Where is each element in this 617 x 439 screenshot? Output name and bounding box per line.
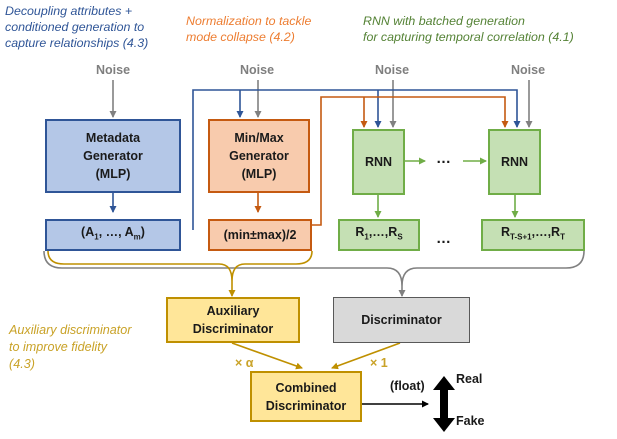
metadata-generator-line-1: Metadata (85, 131, 141, 145)
records-last-prefix: R (501, 225, 511, 240)
attributes-sub-first: 1 (94, 232, 99, 242)
weight-one: × 1 (370, 356, 388, 370)
combined-discriminator-line-1: Combined (275, 380, 337, 395)
metadata-generator: Metadata Generator (MLP) (45, 119, 181, 193)
records-first-text: R1,…,RS (355, 223, 402, 247)
attributes-output-text: (A1, …, Am) (81, 223, 145, 247)
real-fake-double-arrow (433, 376, 455, 432)
annotation-auxiliary: Auxiliary discriminator to improve fidel… (9, 322, 131, 373)
attributes-mid: , …, A (98, 225, 134, 240)
weight-alpha: × α (235, 356, 254, 370)
auxiliary-discriminator: Auxiliary Discriminator (166, 297, 300, 343)
discriminator: Discriminator (333, 297, 470, 343)
attributes-suffix: ) (140, 225, 145, 240)
attributes-sub-last: m (133, 232, 141, 242)
annotation-rnn: RNN with batched generation for capturin… (363, 13, 574, 45)
minmax-output: (min±max)/2 (208, 219, 312, 251)
annotation-rnn-line-2: for capturing temporal correlation (4.1) (363, 30, 574, 44)
annotation-auxiliary-line-1: Auxiliary discriminator (9, 323, 132, 337)
records-last-text: RT-S+1,…,RT (501, 223, 565, 247)
auxiliary-to-combined-arrow (231, 342, 303, 370)
attributes-condition-line (192, 89, 521, 230)
rnn-cell-first: RNN (352, 129, 405, 195)
attributes-prefix: (A (81, 225, 95, 240)
fake-label: Fake (456, 414, 485, 428)
annotation-decoupling-line-2: conditioned generation to (5, 20, 145, 34)
records-first-sub-end: S (397, 232, 403, 242)
attributes-output: (A1, …, Am) (45, 219, 181, 251)
discriminator-to-combined-arrow (331, 342, 401, 370)
records-last-sub-start: T-S+1 (510, 232, 532, 242)
all-outputs-brace (43, 250, 585, 287)
metadata-generator-line-2: Generator (83, 149, 143, 163)
metadata-outputs-brace (47, 250, 313, 282)
rnn-cell-last-label: RNN (500, 155, 529, 169)
noise-label-rnn-last: Noise (511, 63, 546, 77)
minmax-generator: Min/Max Generator (MLP) (208, 119, 310, 193)
minmax-generator-line-1: Min/Max (234, 131, 284, 145)
annotation-rnn-line-1: RNN with batched generation (363, 14, 525, 28)
annotation-decoupling-line-3: capture relationships (4.3) (5, 36, 149, 50)
annotation-auxiliary-line-2: to improve fidelity (9, 340, 107, 354)
minmax-generator-line-3: (MLP) (241, 167, 277, 181)
records-first-prefix: R (355, 225, 365, 240)
real-label: Real (456, 372, 483, 386)
annotation-normalization: Normalization to tackle mode collapse (4… (186, 13, 311, 45)
minmax-generator-line-2: Generator (229, 149, 289, 163)
minmax-condition-line (312, 96, 509, 226)
records-first: R1,…,RS (338, 219, 420, 251)
combined-discriminator: Combined Discriminator (250, 371, 362, 422)
annotation-decoupling-line-1: Decoupling attributes + (5, 4, 133, 18)
rnn-chain-ellipsis: … (436, 150, 452, 167)
rnn-cell-first-label: RNN (364, 155, 393, 169)
records-last-sub-end: T (560, 232, 565, 242)
records-first-sub-start: 1 (364, 232, 369, 242)
auxiliary-discriminator-line-2: Discriminator (192, 322, 274, 336)
records-ellipsis: … (436, 230, 452, 247)
records-last-mid: ,…,R (531, 225, 561, 240)
rnn-cell-last: RNN (488, 129, 541, 195)
auxiliary-discriminator-line-1: Auxiliary (206, 304, 260, 318)
minmax-output-text: (min±max)/2 (223, 228, 297, 242)
annotation-decoupling: Decoupling attributes + conditioned gene… (5, 3, 148, 51)
annotation-auxiliary-line-3: (4.3) (9, 357, 35, 371)
output-type-label: (float) (390, 379, 425, 393)
records-last: RT-S+1,…,RT (481, 219, 585, 251)
combined-discriminator-line-2: Discriminator (265, 398, 347, 413)
noise-label-metadata: Noise (96, 63, 131, 77)
metadata-generator-line-3: (MLP) (95, 167, 131, 181)
records-first-mid: ,…,R (368, 225, 398, 240)
noise-label-rnn-first: Noise (375, 63, 410, 77)
annotation-normalization-line-2: mode collapse (4.2) (186, 30, 295, 44)
discriminator-label: Discriminator (361, 313, 442, 327)
noise-label-minmax: Noise (240, 63, 275, 77)
annotation-normalization-line-1: Normalization to tackle (186, 14, 312, 28)
